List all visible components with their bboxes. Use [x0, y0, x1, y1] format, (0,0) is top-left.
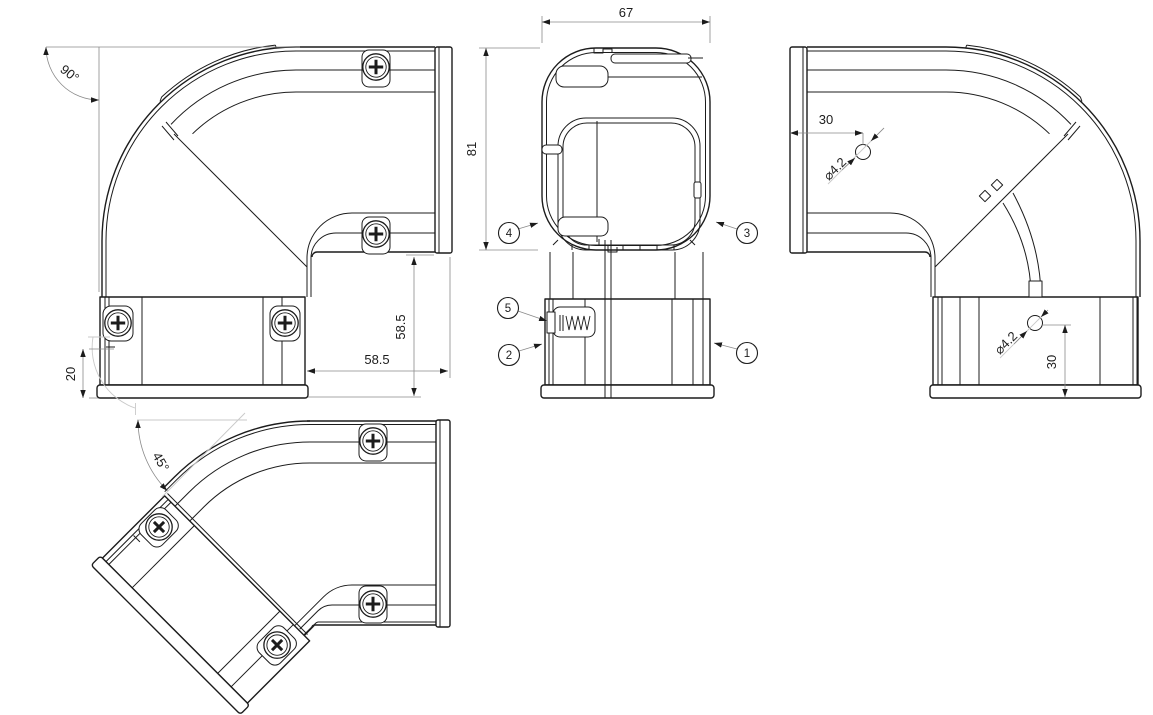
- phillips-screw-icon: [361, 52, 391, 82]
- dim-hole-offset-top-label: 30: [819, 112, 833, 127]
- end-cap: [435, 419, 451, 628]
- dim-width-58-5: 58.5: [307, 257, 451, 378]
- dim-depth-20: 20: [63, 348, 114, 399]
- dim-hole-offset-socket: 30: [1042, 324, 1071, 397]
- dim-width-58-5-label: 58.5: [364, 352, 389, 367]
- balloon-2-label: 2: [506, 350, 512, 362]
- balloon-4-label: 4: [506, 228, 513, 240]
- balloon-4: [497, 221, 521, 245]
- balloon-3-label: 3: [744, 228, 750, 240]
- balloon-1: [735, 341, 759, 365]
- dim-height-81: 81: [464, 47, 540, 251]
- balloon-1-label: 1: [744, 348, 750, 360]
- balloon-5-label: 5: [505, 303, 511, 315]
- balloon-callouts: 4 3 5 2 1: [496, 221, 759, 367]
- dim-hole-offset-top: 30: [790, 112, 864, 145]
- dim-width-67-label: 67: [619, 5, 633, 20]
- end-cap: [789, 46, 808, 254]
- dim-width-67: 67: [541, 5, 711, 43]
- view-45deg-elbow: 45°: [91, 412, 451, 715]
- dim-hole-dia-top: ⌀4.2: [820, 127, 885, 185]
- socket: [929, 280, 1142, 399]
- dim-height-58-5-label: 58.5: [393, 314, 408, 339]
- dim-depth-20-label: 20: [63, 367, 78, 381]
- dim-angle-45: 45°: [135, 412, 247, 498]
- balloon-5: [496, 296, 520, 320]
- socket: [540, 298, 715, 399]
- phillips-screw-icon: [358, 426, 388, 456]
- thread-screw: [565, 315, 591, 331]
- socket: [91, 494, 312, 715]
- dim-height-81-label: 81: [464, 142, 479, 156]
- latch-strap: [1002, 192, 1042, 296]
- dim-angle-90-label: 90°: [57, 61, 82, 85]
- dim-hole-dia-top-label: ⌀4.2: [820, 154, 849, 183]
- view-end: 67 81 4 3 5 2 1: [464, 5, 759, 399]
- end-cap: [434, 46, 453, 254]
- socket: [97, 297, 308, 398]
- dim-angle-90: 90°: [43, 46, 300, 292]
- balloon-3: [735, 221, 759, 245]
- mounting-hole: [855, 144, 871, 160]
- phillips-screw-icon: [358, 589, 388, 619]
- dim-hole-offset-socket-label: 30: [1044, 355, 1059, 369]
- dim-height-58-5: 58.5: [308, 254, 434, 398]
- view-90deg-elbow-back: 30 ⌀4.2 ⌀4.2 30: [789, 44, 1142, 399]
- balloon-2: [497, 343, 521, 367]
- view-90deg-elbow-front: 90° 20 58.5 58.5: [43, 44, 453, 415]
- phillips-screw-icon: [361, 219, 391, 249]
- dim-angle-45-label: 45°: [149, 449, 172, 474]
